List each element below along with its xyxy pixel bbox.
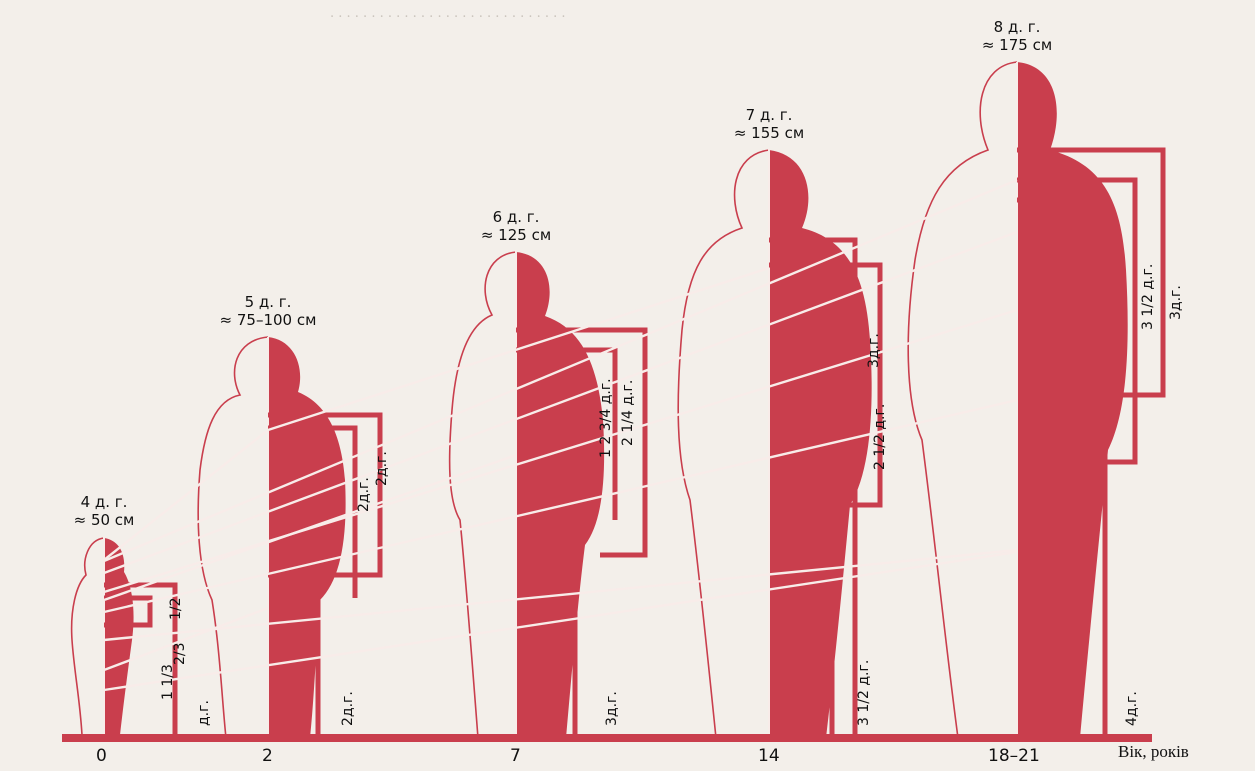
- figure-7-height: ≈ 125 см: [456, 226, 576, 244]
- figure-14-label: 7 д. г. ≈ 155 см: [709, 106, 829, 142]
- figure-2-label: 5 д. г. ≈ 75–100 см: [198, 293, 338, 329]
- prop-label-3-1-2-adult: 3 1/2 д.г.: [1140, 264, 1156, 330]
- age-label-14: 14: [758, 746, 780, 766]
- age-label-7: 7: [510, 746, 521, 766]
- prop-label-3dg-adult: 3д.г.: [1168, 285, 1184, 320]
- prop-label-two-thirds: 2/3: [172, 642, 188, 665]
- figure-2-heads: 5 д. г.: [198, 293, 338, 311]
- x-axis-title: Вік, років: [1118, 742, 1189, 762]
- prop-label-3dg-teen: 3д.г.: [866, 333, 882, 368]
- adult-body: [1017, 62, 1128, 738]
- ground-bar: [62, 734, 1152, 742]
- prop-label-3-1-2-teen: 3 1/2 д.г.: [856, 660, 872, 726]
- prop-label-half: 1/2: [168, 597, 184, 620]
- child-outline: [450, 252, 516, 738]
- infant-outline: [72, 538, 104, 735]
- prop-label-4dg: 4д.г.: [1124, 691, 1140, 726]
- age-label-18-21: 18–21: [988, 746, 1040, 766]
- figure-14-heads: 7 д. г.: [709, 106, 829, 124]
- figure-2-height: ≈ 75–100 см: [198, 311, 338, 329]
- figure-0-heads: 4 д. г.: [54, 493, 154, 511]
- figure-adult-heads: 8 д. г.: [957, 18, 1077, 36]
- figure-7-label: 6 д. г. ≈ 125 см: [456, 208, 576, 244]
- figure-7-heads: 6 д. г.: [456, 208, 576, 226]
- prop-label-head-unit: д.г.: [196, 700, 212, 726]
- age-label-0: 0: [96, 746, 107, 766]
- prop-label-2-1-4: 2 1/4 д.г.: [620, 380, 636, 446]
- figure-0-label: 4 д. г. ≈ 50 см: [54, 493, 154, 529]
- figure-adult-label: 8 д. г. ≈ 175 см: [957, 18, 1077, 54]
- prop-label-2-3-4: 1 2 3/4 д.г.: [598, 378, 614, 458]
- toddler-outline: [198, 337, 268, 738]
- age-label-2: 2: [262, 746, 273, 766]
- teen-outline: [678, 150, 769, 738]
- prop-label-2dg-b: 2д.г.: [374, 451, 390, 486]
- figure-adult-height: ≈ 175 см: [957, 36, 1077, 54]
- figure-14-height: ≈ 155 см: [709, 124, 829, 142]
- figure-0-height: ≈ 50 см: [54, 511, 154, 529]
- prop-label-2dg-a: 2д.г.: [356, 477, 372, 512]
- prop-label-one-third: 1 1/3: [160, 664, 176, 700]
- adult-outline: [908, 62, 1017, 738]
- prop-label-2dg-c: 2д.г.: [340, 691, 356, 726]
- prop-label-3dg-child: 3д.г.: [604, 691, 620, 726]
- prop-label-2-1-2: 2 1/2 д.г.: [872, 404, 888, 470]
